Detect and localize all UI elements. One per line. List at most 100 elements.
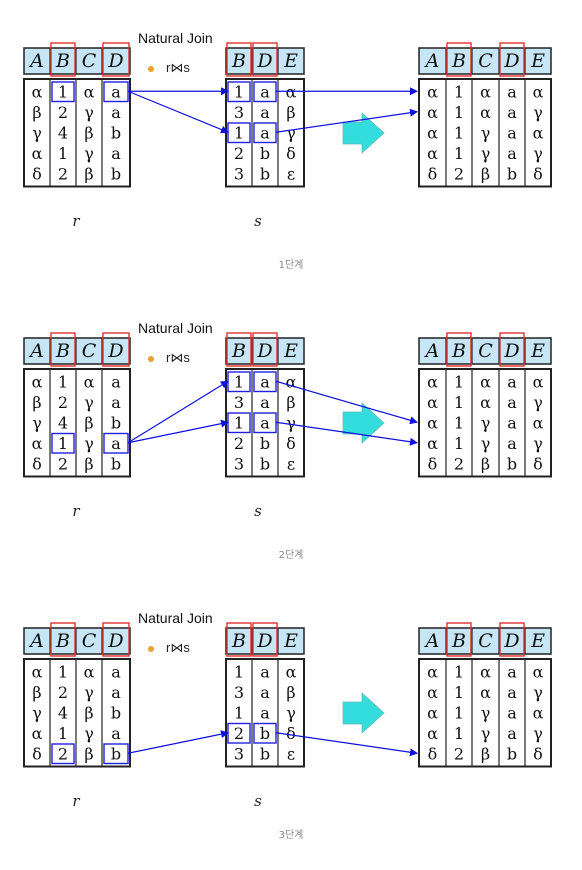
result-cell: γ <box>533 144 543 163</box>
table-s-cell: 3 <box>234 683 244 702</box>
table-s-cell: α <box>286 662 297 681</box>
result-cell: β <box>481 744 490 763</box>
step-caption: 3단계 <box>278 830 304 841</box>
table-s-column-header-E: E <box>283 630 298 652</box>
table-r-cell: α <box>32 724 43 743</box>
table-r-cell: α <box>84 662 95 681</box>
result-cell: β <box>481 454 490 473</box>
match-arrow <box>275 108 418 133</box>
result-cell: γ <box>533 393 543 412</box>
table-r-cell: γ <box>32 123 42 142</box>
result-cell: 2 <box>454 454 464 473</box>
table-s-cell: b <box>260 724 270 743</box>
result-cell: 2 <box>454 164 464 183</box>
bullet-icon <box>148 646 154 652</box>
result-cell: a <box>507 683 517 702</box>
table-s-cell: γ <box>286 413 296 432</box>
bullet-icon <box>148 356 154 362</box>
result-header-bg <box>418 47 552 75</box>
result-cell: α <box>427 82 438 101</box>
table-r-cell: β <box>84 703 93 722</box>
table-r-cell: a <box>111 393 121 412</box>
result-cell: α <box>427 434 438 453</box>
result-cell: α <box>533 413 544 432</box>
table-s-cell: 1 <box>234 372 244 391</box>
result-join-column-highlight <box>499 332 525 367</box>
result-cell: δ <box>428 454 438 473</box>
result-cell: δ <box>533 744 543 763</box>
result-column-header-C: C <box>478 630 493 652</box>
table-r-body-frame <box>23 658 131 768</box>
table-s-cell: 3 <box>234 744 244 763</box>
join-expression: r⋈s <box>166 60 190 75</box>
table-r-join-column-highlight <box>50 332 76 367</box>
result-cell: a <box>507 703 517 722</box>
result-body-frame <box>418 368 552 478</box>
table-r-join-column-highlight <box>102 42 130 77</box>
table-r-header-bg <box>23 337 131 365</box>
table-r-cell: β <box>32 393 41 412</box>
table-r-cell: 1 <box>58 82 68 101</box>
result-column-header-E: E <box>530 630 545 652</box>
table-r-column-header-D: D <box>107 50 123 72</box>
r-current-d-highlight <box>103 432 129 454</box>
table-r-cell: α <box>32 82 43 101</box>
table-s-cell: α <box>286 372 297 391</box>
table-r-cell: α <box>32 372 43 391</box>
table-r-column-header-C: C <box>82 340 97 362</box>
table-s-cell: 1 <box>234 662 244 681</box>
table-r-cell: 1 <box>58 724 68 743</box>
result-header-bg <box>418 627 552 655</box>
result-header-bg <box>418 337 552 365</box>
table-s-label: s <box>254 212 262 230</box>
result-join-column-highlight <box>446 622 472 657</box>
table-s-cell: ε <box>287 744 295 763</box>
result-column-header-E: E <box>530 340 545 362</box>
table-r-cell: 2 <box>58 164 68 183</box>
table-r-cell: γ <box>32 413 42 432</box>
table-r-cell: 4 <box>58 413 68 432</box>
table-r-cell: α <box>32 144 43 163</box>
result-cell: 1 <box>454 123 464 142</box>
table-r-cell: β <box>84 123 93 142</box>
result-cell: b <box>507 164 517 183</box>
table-s-join-column-highlight <box>252 332 278 367</box>
table-s-cell: b <box>260 744 270 763</box>
result-column-header-A: A <box>424 50 440 72</box>
table-s-body-frame <box>225 658 305 768</box>
result-cell: 1 <box>454 724 464 743</box>
result-column-header-D: D <box>503 50 519 72</box>
table-s-cell: a <box>260 393 270 412</box>
result-cell: γ <box>533 683 543 702</box>
table-s-column-header-E: E <box>283 340 298 362</box>
table-s-cell: a <box>260 82 270 101</box>
table-r-cell: γ <box>32 703 42 722</box>
result-cell: α <box>427 144 438 163</box>
result-cell: α <box>427 703 438 722</box>
result-cell: 1 <box>454 103 464 122</box>
step-caption: 1단계 <box>278 260 304 271</box>
table-r-cell: b <box>111 164 121 183</box>
join-expression: r⋈s <box>166 640 190 655</box>
result-cell: 1 <box>454 82 464 101</box>
result-cell: α <box>427 103 438 122</box>
table-s-label: s <box>254 502 262 520</box>
table-s-cell: 1 <box>234 413 244 432</box>
result-cell: α <box>533 82 544 101</box>
result-cell: 1 <box>454 662 464 681</box>
r-current-b-highlight <box>51 81 75 103</box>
table-s-cell: 3 <box>234 454 244 473</box>
result-cell: a <box>507 372 517 391</box>
result-column-header-D: D <box>503 630 519 652</box>
table-s-cell: b <box>260 454 270 473</box>
table-s-header-bg <box>225 337 305 365</box>
table-r-column-header-C: C <box>82 50 97 72</box>
table-s-cell: a <box>260 662 270 681</box>
result-cell: a <box>507 434 517 453</box>
result-join-column-highlight <box>446 42 472 77</box>
result-column-header-B: B <box>451 630 466 652</box>
